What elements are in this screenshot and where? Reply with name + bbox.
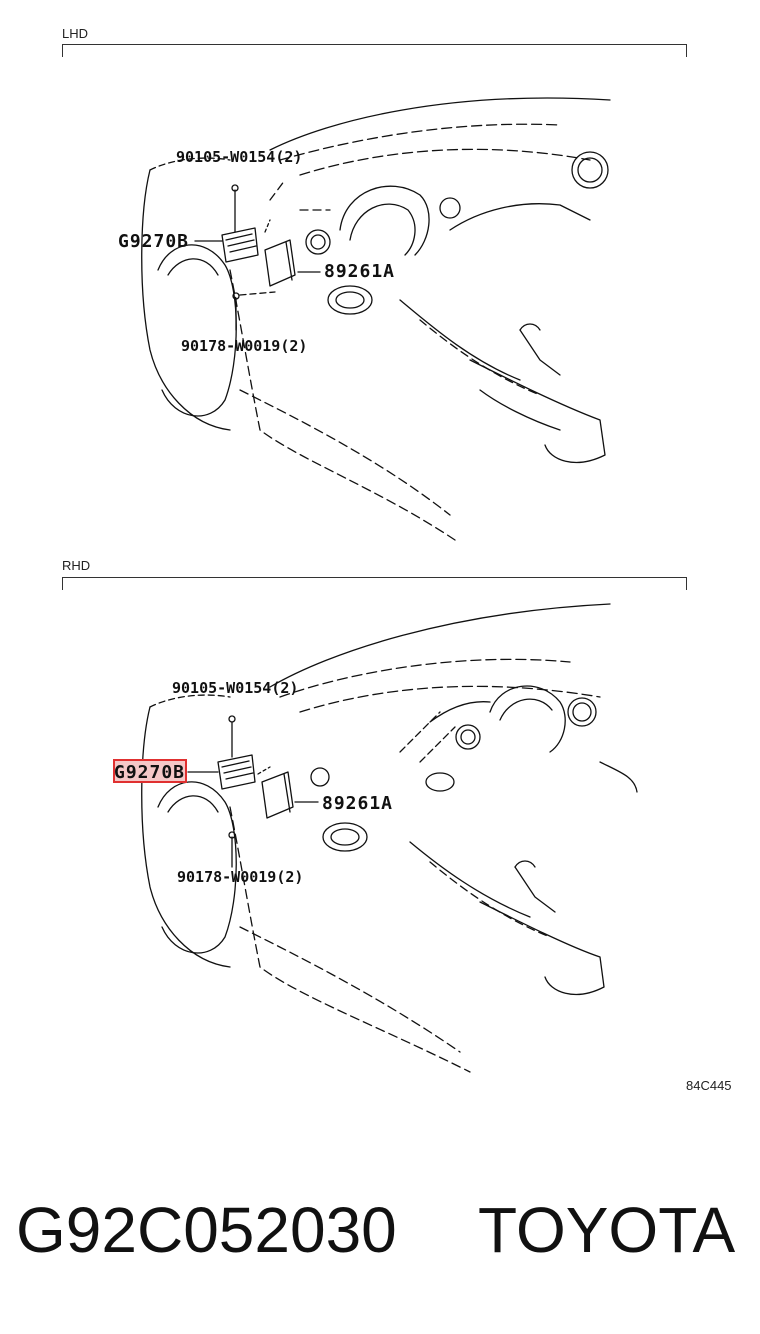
rhd-callout-ecu: 89261A	[322, 793, 393, 814]
rhd-callout-nut-bottom: 90178-W0019(2)	[177, 868, 303, 886]
lhd-callout-module: G9270B	[118, 231, 189, 252]
lhd-callout-ecu: 89261A	[324, 261, 395, 282]
rhd-callout-bolt-top: 90105-W0154(2)	[172, 679, 298, 697]
lhd-callout-bolt-top: 90105-W0154(2)	[176, 148, 302, 166]
lhd-diagram: 90105-W0154(2) G9270B 89261A 90178-W0019…	[118, 97, 611, 541]
brand-name: TOYOTA	[478, 1194, 736, 1266]
rhd-callout-module: G9270B	[114, 762, 185, 783]
drawing-code: 84C445	[686, 1078, 732, 1093]
rhd-frame	[62, 577, 687, 590]
lhd-title: LHD	[62, 26, 89, 41]
rhd-diagram: 90105-W0154(2) G9270B 89261A 90178-W0019…	[113, 603, 638, 1073]
lhd-frame	[62, 44, 687, 57]
highlight-box	[113, 759, 187, 783]
part-number: G92C052030	[16, 1194, 397, 1266]
lhd-callout-nut-bottom: 90178-W0019(2)	[181, 337, 307, 355]
rhd-title: RHD	[62, 558, 91, 573]
